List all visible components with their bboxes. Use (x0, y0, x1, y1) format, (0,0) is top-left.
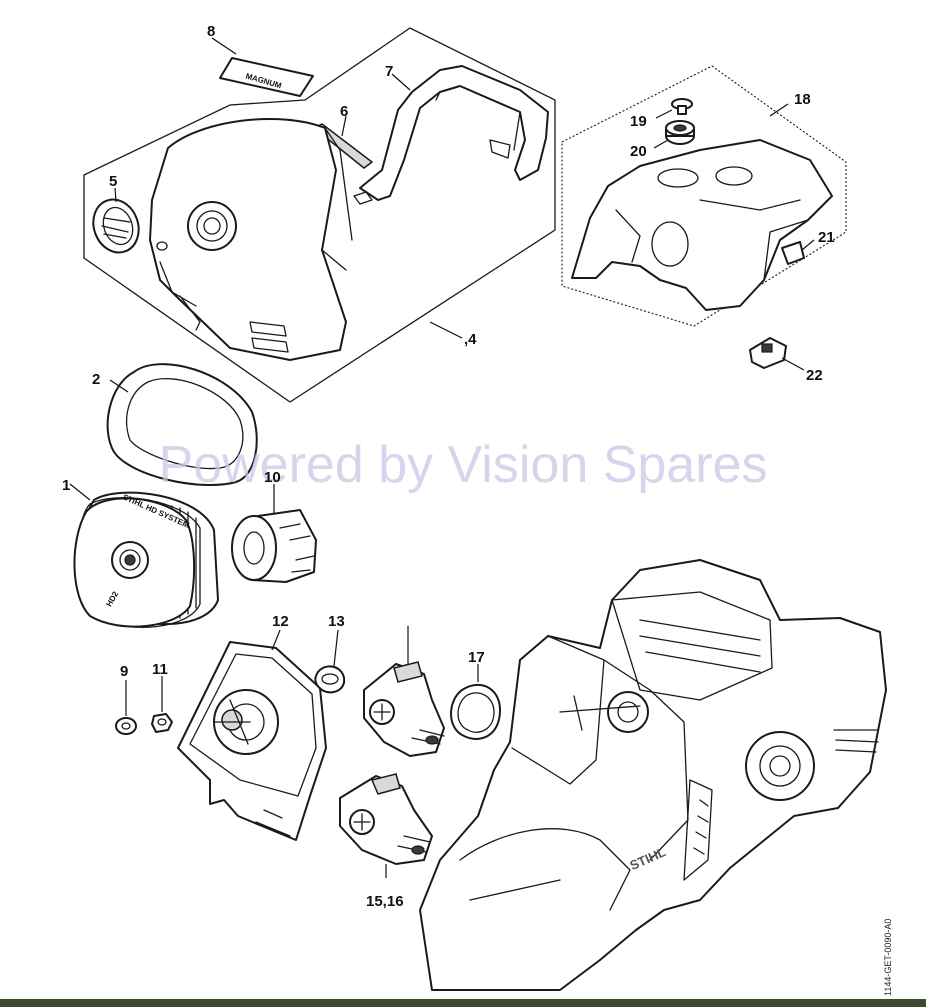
bottom-strip (0, 999, 926, 1007)
part-carburetor-upper (363, 661, 445, 757)
callout-6: 6 (340, 103, 348, 120)
callout-5: 5 (109, 173, 117, 190)
document-id: 1144-GET-0090-A0 (883, 919, 893, 996)
part-4-shroud (149, 117, 353, 361)
callout-21: 21 (818, 229, 835, 246)
callout-10: 10 (264, 469, 281, 486)
part-1-air-filter: STIHL HD SYSTEM HD2 (73, 491, 219, 628)
part-13-gasket (314, 665, 346, 694)
callout-8: 8 (207, 23, 215, 40)
callout-2: 2 (92, 371, 100, 388)
callout-19: 19 (630, 113, 647, 130)
part-22-clip (749, 337, 787, 369)
part-21-plug (781, 241, 805, 265)
shroud-assembly-box (83, 27, 556, 403)
callout-1: 1 (62, 477, 70, 494)
part-19-screw (671, 98, 693, 115)
callout-17: 17 (468, 649, 485, 666)
callout-4: ,4 (464, 331, 477, 348)
callout-15-16: 15,16 (366, 893, 404, 910)
callout-20: 20 (630, 143, 647, 160)
part-18-top-cover (571, 139, 833, 311)
part-2-filter-band (106, 363, 258, 486)
part-8-magnum-badge: MAGNUM (219, 57, 314, 97)
callout-13: 13 (328, 613, 345, 630)
top-cover-box (561, 65, 847, 327)
callouts: 8 7 6 5 ,4 2 1 10 9 11 12 13 17 15,16 18… (62, 23, 835, 910)
part-17-gasket (450, 683, 501, 740)
watermark: Powered by Vision Spares (159, 436, 768, 494)
part-carburetor-lower (339, 773, 433, 865)
callout-12: 12 (272, 613, 289, 630)
callout-7: 7 (385, 63, 393, 80)
part-5-cap (92, 198, 140, 254)
leader-lines (69, 37, 815, 878)
callout-11: 11 (152, 661, 168, 678)
callout-9: 9 (120, 663, 128, 680)
part-12-carburetor-box (177, 641, 327, 841)
callout-22: 22 (806, 367, 823, 384)
part-10-adapter (231, 509, 317, 583)
part-9-washer (115, 717, 137, 735)
part-11-nut (151, 713, 173, 733)
part-7-handle (353, 65, 549, 205)
chainsaw-body: STIHL (419, 559, 887, 991)
callout-18: 18 (794, 91, 811, 108)
part-20-grommet (665, 120, 695, 145)
